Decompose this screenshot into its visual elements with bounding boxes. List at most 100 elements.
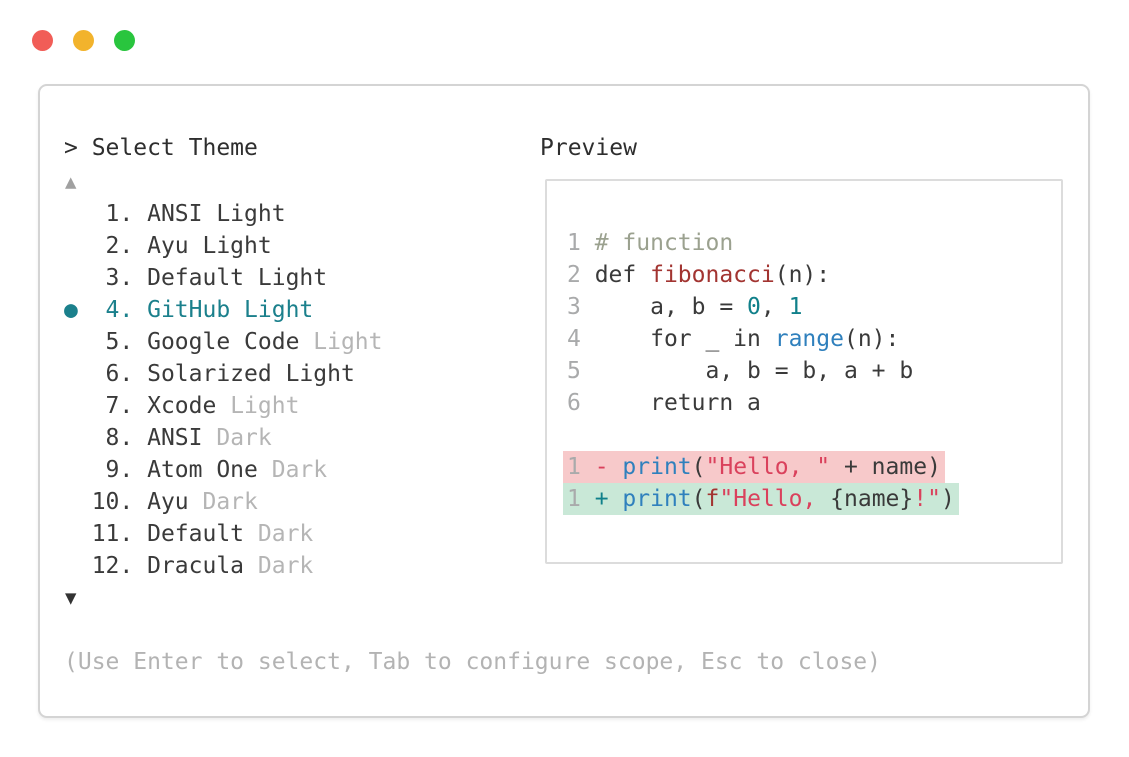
code-token: print [622,486,692,512]
bullet-spacer [64,489,92,515]
theme-item-12[interactable]: 12. Dracula Dark [64,550,383,582]
theme-item-label: Dark [216,425,272,451]
code-line: 5 a, b = b, a + b [567,355,959,387]
bullet-spacer [64,457,92,483]
select-theme-prompt: > Select Theme [64,135,258,161]
selected-bullet-icon: ● [64,297,92,323]
code-token: , [760,294,789,320]
theme-item-number: 5. [91,329,148,355]
code-token: # function [594,230,734,256]
theme-item-number: 10. [91,489,148,515]
minimize-button[interactable] [73,30,94,51]
theme-item-label: Ayu [147,489,203,515]
bullet-spacer [64,393,92,419]
theme-item-8[interactable]: 8. ANSI Dark [64,422,383,454]
code-token: + name) [830,454,941,480]
line-number: 2 [567,262,595,288]
code-token: ( [691,486,706,512]
theme-item-label: Xcode [147,393,231,419]
code-line-added: 1 + print(f"Hello, {name}!") [563,483,959,515]
hint-text: (Use Enter to select, Tab to configure s… [64,649,881,675]
line-number: 6 [567,390,595,416]
theme-item-label: ANSI [147,425,217,451]
code-token: {name} [830,486,914,512]
code-token: a, b = [594,294,748,320]
blank [567,422,581,448]
bullet-spacer [64,329,92,355]
code-line: 2 def fibonacci(n): [567,259,959,291]
preview-title: Preview [540,135,637,161]
theme-item-10[interactable]: 10. Ayu Dark [64,486,383,518]
code-token: - [594,454,623,480]
theme-selector-window: > Select Theme ▲ 1. ANSI Light 2. Ayu Li… [38,84,1090,718]
code-token: + [594,486,623,512]
line-number: 1 [567,454,595,480]
code-token: (n): [774,262,831,288]
code-token: def [594,262,651,288]
theme-item-label: Light [230,393,300,419]
theme-item-label: Dark [271,457,328,483]
code-line: 3 a, b = 0, 1 [567,291,959,323]
code-token: "Hello, " [705,454,831,480]
code-token: 1 [788,294,803,320]
line-number: 4 [567,326,595,352]
theme-item-1[interactable]: 1. ANSI Light [64,198,383,230]
theme-item-6[interactable]: 6. Solarized Light [64,358,383,390]
theme-item-label: GitHub Light [147,297,314,323]
theme-item-number: 11. [91,521,148,547]
theme-item-label: Dark [202,489,258,515]
zoom-button[interactable] [114,30,135,51]
code-line: 4 for _ in range(n): [567,323,959,355]
theme-item-4[interactable]: ● 4. GitHub Light [64,294,383,326]
bullet-spacer [64,265,92,291]
code-token: f [705,486,720,512]
scroll-down-icon[interactable]: ▼ [65,587,77,609]
bullet-spacer [64,425,92,451]
theme-item-7[interactable]: 7. Xcode Light [64,390,383,422]
theme-item-number: 8. [91,425,148,451]
theme-list: 1. ANSI Light 2. Ayu Light 3. Default Li… [64,198,383,582]
theme-item-number: 7. [91,393,148,419]
theme-item-label: Solarized Light [147,361,355,387]
bullet-spacer [64,233,92,259]
close-button[interactable] [32,30,53,51]
code-token: return a [594,390,761,416]
code-token: a, b = b, a + b [594,358,914,384]
theme-item-number: 4. [91,297,148,323]
code-token: 0 [747,294,761,320]
theme-item-label: Light [313,329,383,355]
code-token: fibonacci [650,262,775,288]
code-token: ( [691,454,706,480]
theme-item-3[interactable]: 3. Default Light [64,262,383,294]
theme-item-11[interactable]: 11. Default Dark [64,518,383,550]
code-line-removed: 1 - print("Hello, " + name) [563,451,945,483]
window-controls [32,30,135,51]
code-line: 1 # function [567,227,959,259]
theme-item-number: 9. [91,457,148,483]
theme-item-label: Dracula [147,553,258,579]
code-token: !" [913,486,941,512]
bullet-spacer [64,361,92,387]
theme-item-9[interactable]: 9. Atom One Dark [64,454,383,486]
theme-item-label: Default Light [147,265,328,291]
code-line-blank [567,419,959,451]
code-token: ) [940,486,955,512]
theme-item-number: 12. [91,553,148,579]
code-line: 6 return a [567,387,959,419]
theme-item-label: Ayu Light [147,233,272,259]
code-token: (n): [843,326,900,352]
code-token: "Hello, [719,486,831,512]
theme-item-label: Atom One [147,457,272,483]
line-number: 3 [567,294,595,320]
theme-item-number: 3. [91,265,148,291]
code-token: range [774,326,844,352]
bullet-spacer [64,201,92,227]
scroll-up-icon[interactable]: ▲ [65,171,77,193]
theme-item-label: Default [147,521,258,547]
theme-item-number: 2. [91,233,148,259]
theme-item-5[interactable]: 5. Google Code Light [64,326,383,358]
theme-item-2[interactable]: 2. Ayu Light [64,230,383,262]
line-number: 1 [567,486,595,512]
